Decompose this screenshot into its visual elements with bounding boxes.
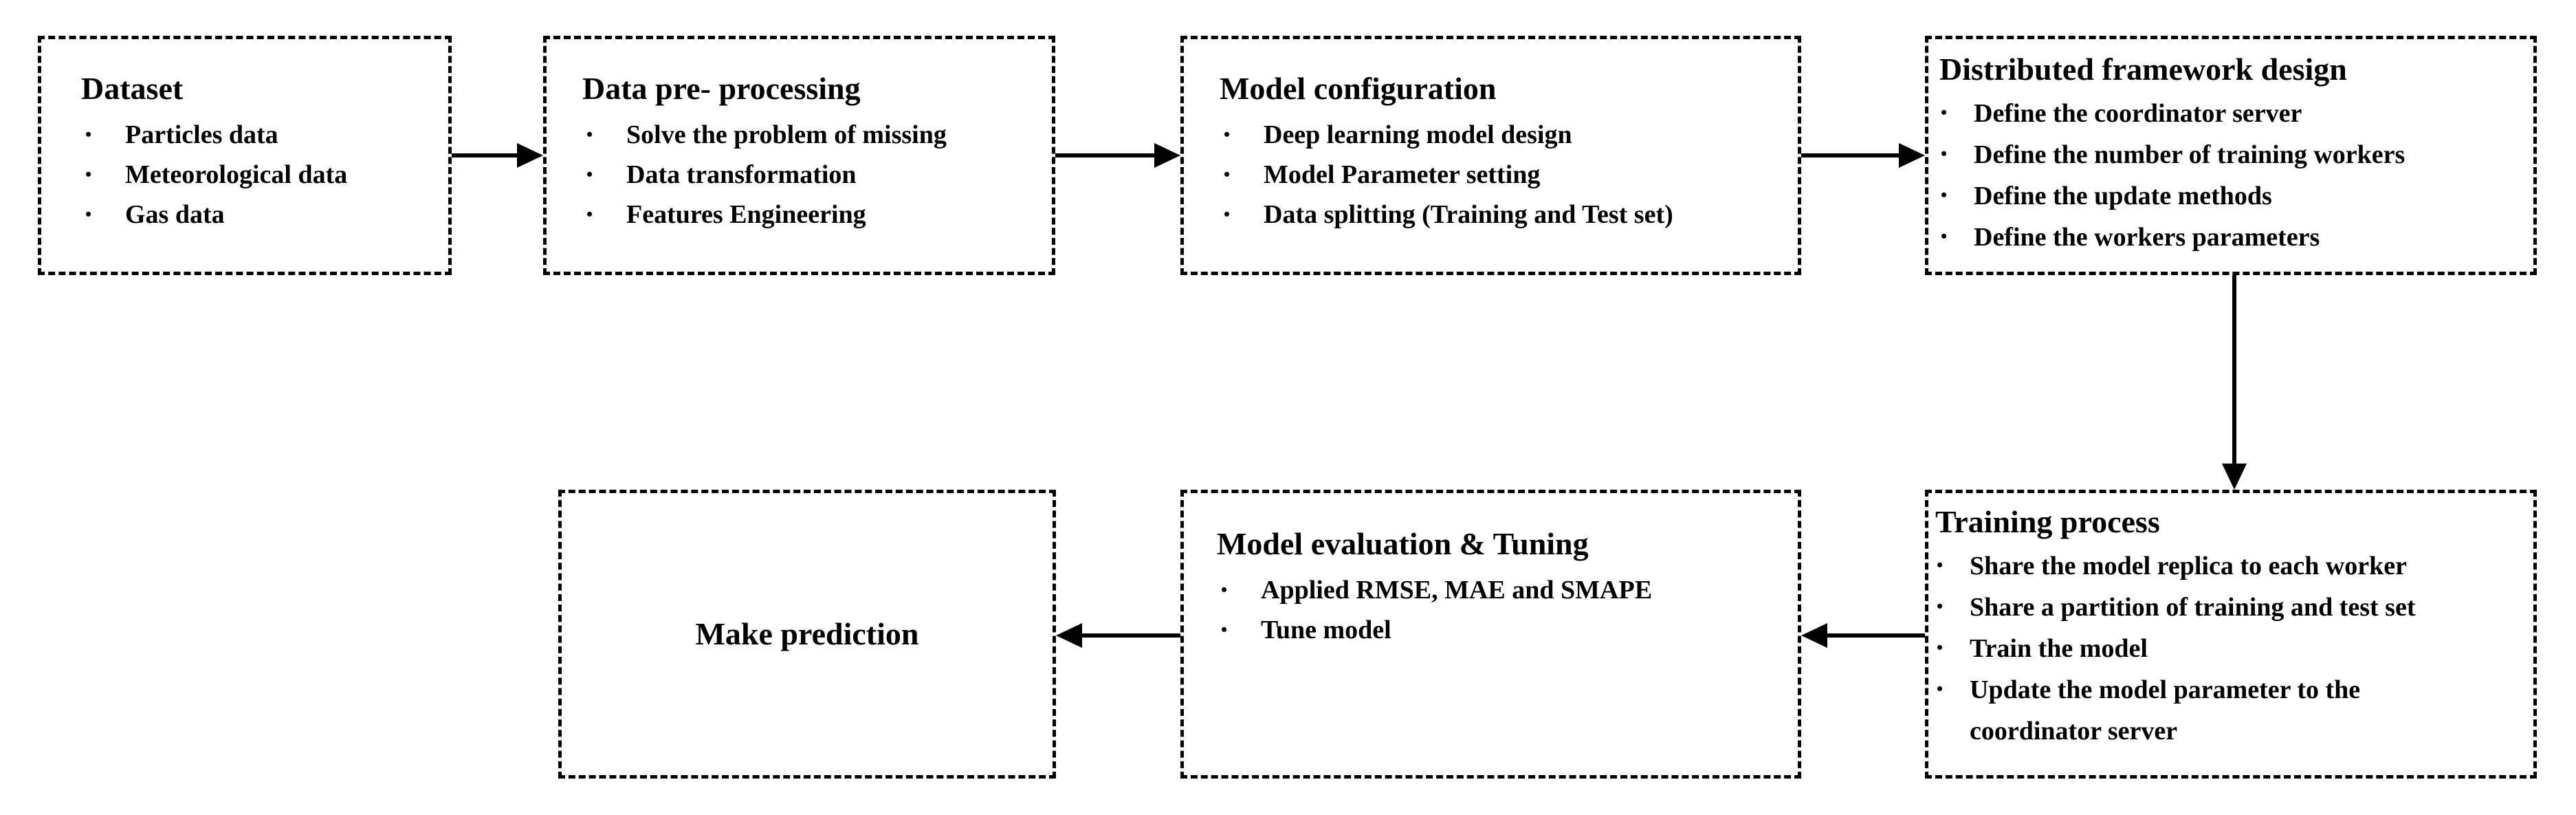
list-item: • Define the coordinator server	[1939, 93, 2527, 134]
list-item: • Model Parameter setting	[1220, 155, 1785, 195]
list-item: • Applied RMSE, MAE and SMAPE	[1217, 570, 1785, 610]
arrow-dataset-to-preprocessing-line	[452, 153, 520, 157]
arrow-preprocessing-to-modelconfig-head-icon	[1154, 143, 1180, 168]
box-data-preprocessing: Data pre- processing • Solve the problem…	[543, 36, 1055, 275]
box-training-process-items: • Share the model replica to each worker…	[1935, 545, 2527, 752]
list-item-text: Define the coordinator server	[1974, 99, 2302, 128]
list-item-text: Define the update methods	[1974, 182, 2272, 210]
list-item-text: Update the model parameter to the coordi…	[1970, 675, 2361, 746]
box-data-preprocessing-items: • Solve the problem of missing • Data tr…	[582, 115, 1039, 235]
box-make-prediction-title: Make prediction	[695, 616, 919, 651]
list-item: • Gas data	[81, 195, 436, 235]
bullet-icon: •	[1221, 580, 1228, 600]
bullet-icon: •	[1941, 102, 1948, 122]
bullet-icon: •	[1937, 555, 1944, 575]
list-item-text: Data transformation	[626, 160, 857, 189]
bullet-icon: •	[85, 164, 92, 184]
list-item-text: Model Parameter setting	[1264, 160, 1541, 189]
box-model-configuration-items: • Deep learning model design • Model Par…	[1220, 115, 1785, 235]
bullet-icon: •	[586, 204, 593, 224]
list-item-text: Share a partition of training and test s…	[1970, 593, 2416, 622]
list-item-text: Define the workers parameters	[1974, 223, 2320, 252]
bullet-icon: •	[1224, 204, 1231, 224]
list-item-text: Deep learning model design	[1264, 120, 1572, 149]
box-model-configuration-title: Model configuration	[1220, 71, 1497, 106]
list-item-text: Applied RMSE, MAE and SMAPE	[1261, 576, 1653, 605]
list-item: • Tune model	[1217, 610, 1785, 650]
bullet-icon: •	[1941, 226, 1948, 246]
box-model-evaluation-tuning-title: Model evaluation & Tuning	[1217, 526, 1589, 561]
box-distributed-framework-design-title: Distributed framework design	[1939, 52, 2347, 87]
bullet-icon: •	[1224, 164, 1231, 184]
box-model-configuration: Model configuration • Deep learning mode…	[1180, 36, 1801, 275]
bullet-icon: •	[1941, 185, 1948, 205]
list-item-text: Particles data	[125, 120, 278, 149]
bullet-icon: •	[85, 204, 92, 224]
list-item-text: Tune model	[1261, 616, 1391, 644]
list-item-text: Define the number of training workers	[1974, 140, 2406, 169]
list-item: • Share a partition of training and test…	[1935, 587, 2527, 628]
list-item: • Data splitting (Training and Test set)	[1220, 195, 1785, 235]
box-dataset: Dataset • Particles data • Meteorologica…	[38, 36, 452, 275]
list-item: • Update the model parameter to the coor…	[1935, 669, 2527, 752]
list-item: • Share the model replica to each worker	[1935, 545, 2527, 587]
box-training-process-title: Training process	[1935, 504, 2160, 539]
arrow-training-to-evaluation-head-icon	[1801, 623, 1827, 648]
arrow-evaluation-to-prediction-line	[1077, 633, 1180, 638]
list-item: • Define the workers parameters	[1939, 217, 2527, 258]
list-item-text: Data splitting (Training and Test set)	[1264, 200, 1673, 229]
box-model-evaluation-tuning: Model evaluation & Tuning • Applied RMSE…	[1180, 490, 1801, 779]
arrow-evaluation-to-prediction-head-icon	[1056, 623, 1082, 648]
list-item-text: Gas data	[125, 200, 225, 229]
list-item-text: Share the model replica to each worker	[1970, 552, 2408, 580]
arrow-framework-to-training-head-icon	[2222, 464, 2247, 490]
list-item-text: Meteorological data	[125, 160, 348, 189]
list-item-text: Features Engineering	[626, 200, 866, 229]
arrow-preprocessing-to-modelconfig-line	[1055, 153, 1158, 157]
bullet-icon: •	[1937, 638, 1944, 658]
arrow-framework-to-training-line	[2232, 275, 2236, 466]
list-item: • Meteorological data	[81, 155, 436, 195]
list-item: • Define the number of training workers	[1939, 134, 2527, 175]
list-item: • Data transformation	[582, 155, 1039, 195]
list-item: • Solve the problem of missing	[582, 115, 1039, 155]
arrow-modelconfig-to-framework-line	[1801, 153, 1903, 157]
bullet-icon: •	[1221, 620, 1228, 640]
list-item: • Deep learning model design	[1220, 115, 1785, 155]
list-item: • Particles data	[81, 115, 436, 155]
bullet-icon: •	[1937, 596, 1944, 616]
arrow-dataset-to-preprocessing-head-icon	[517, 143, 543, 168]
box-dataset-items: • Particles data • Meteorological data •…	[81, 115, 436, 235]
box-training-process: Training process • Share the model repli…	[1925, 490, 2537, 779]
list-item: • Train the model	[1935, 628, 2527, 669]
list-item-text: Train the model	[1970, 634, 2148, 663]
bullet-icon: •	[586, 124, 593, 144]
box-model-evaluation-tuning-items: • Applied RMSE, MAE and SMAPE • Tune mod…	[1217, 570, 1785, 650]
box-distributed-framework-design: Distributed framework design • Define th…	[1925, 36, 2537, 275]
arrow-training-to-evaluation-line	[1822, 633, 1925, 638]
bullet-icon: •	[85, 124, 92, 144]
box-distributed-framework-design-items: • Define the coordinator server • Define…	[1939, 93, 2527, 258]
list-item: • Define the update methods	[1939, 175, 2527, 217]
list-item: • Features Engineering	[582, 195, 1039, 235]
box-make-prediction: Make prediction	[558, 490, 1056, 779]
arrow-modelconfig-to-framework-head-icon	[1899, 143, 1925, 168]
box-data-preprocessing-title: Data pre- processing	[582, 71, 861, 106]
box-dataset-title: Dataset	[81, 71, 184, 106]
bullet-icon: •	[586, 164, 593, 184]
bullet-icon: •	[1224, 124, 1231, 144]
bullet-icon: •	[1937, 679, 1944, 699]
list-item-text: Solve the problem of missing	[626, 120, 947, 149]
bullet-icon: •	[1941, 144, 1948, 164]
